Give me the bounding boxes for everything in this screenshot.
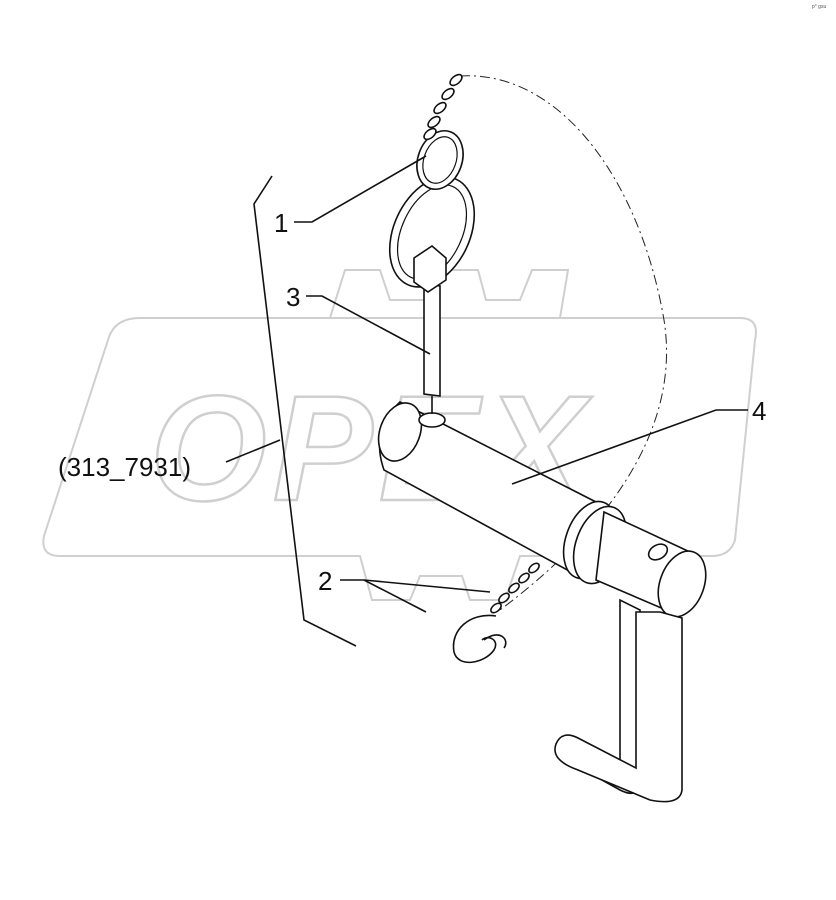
reference-label: (313_7931): [58, 452, 191, 482]
leader-line-4: [511, 409, 748, 485]
chain-link: [427, 115, 441, 129]
leader-line-ref: [225, 439, 281, 463]
callout-3: 3: [286, 282, 300, 312]
watermark-gear-outline: [42, 269, 757, 601]
chain-link: [498, 592, 510, 604]
chain-link: [518, 572, 530, 584]
bracket-line: [253, 175, 357, 647]
chain-link: [449, 73, 463, 87]
callout-2: 2: [318, 566, 332, 596]
pin-handle: [554, 611, 683, 803]
pin-end-face: [377, 402, 423, 462]
clip-hook: [483, 634, 507, 649]
lock-pin-head: [413, 244, 447, 293]
pin-hole-top: [418, 412, 446, 428]
pin-head-hole: [647, 543, 669, 561]
clip-wire: [452, 614, 497, 664]
group-bracket: [253, 175, 357, 647]
lock-pin: [388, 130, 476, 414]
lock-pin-shaft: [423, 283, 441, 397]
corner-mark: p° gsu: [812, 4, 826, 10]
chain-link: [508, 582, 520, 594]
main-pin: [377, 401, 707, 803]
chain-link: [490, 602, 502, 614]
chain-link: [528, 562, 540, 574]
pin-ring-small-inner: [422, 136, 458, 184]
callout-4: 4: [752, 396, 766, 426]
leader-line-3: [306, 295, 431, 355]
leader-line-1: [294, 155, 427, 223]
top-chain: [423, 73, 463, 141]
leader-line-2b: [363, 579, 491, 593]
leader-lines: [225, 155, 748, 613]
chain-link: [433, 101, 447, 115]
spring-clip: [452, 562, 540, 664]
chain-link: [441, 87, 455, 101]
chain-link: [423, 127, 437, 141]
pin-ring-large-inner: [396, 184, 468, 280]
callout-1: 1: [274, 208, 288, 238]
